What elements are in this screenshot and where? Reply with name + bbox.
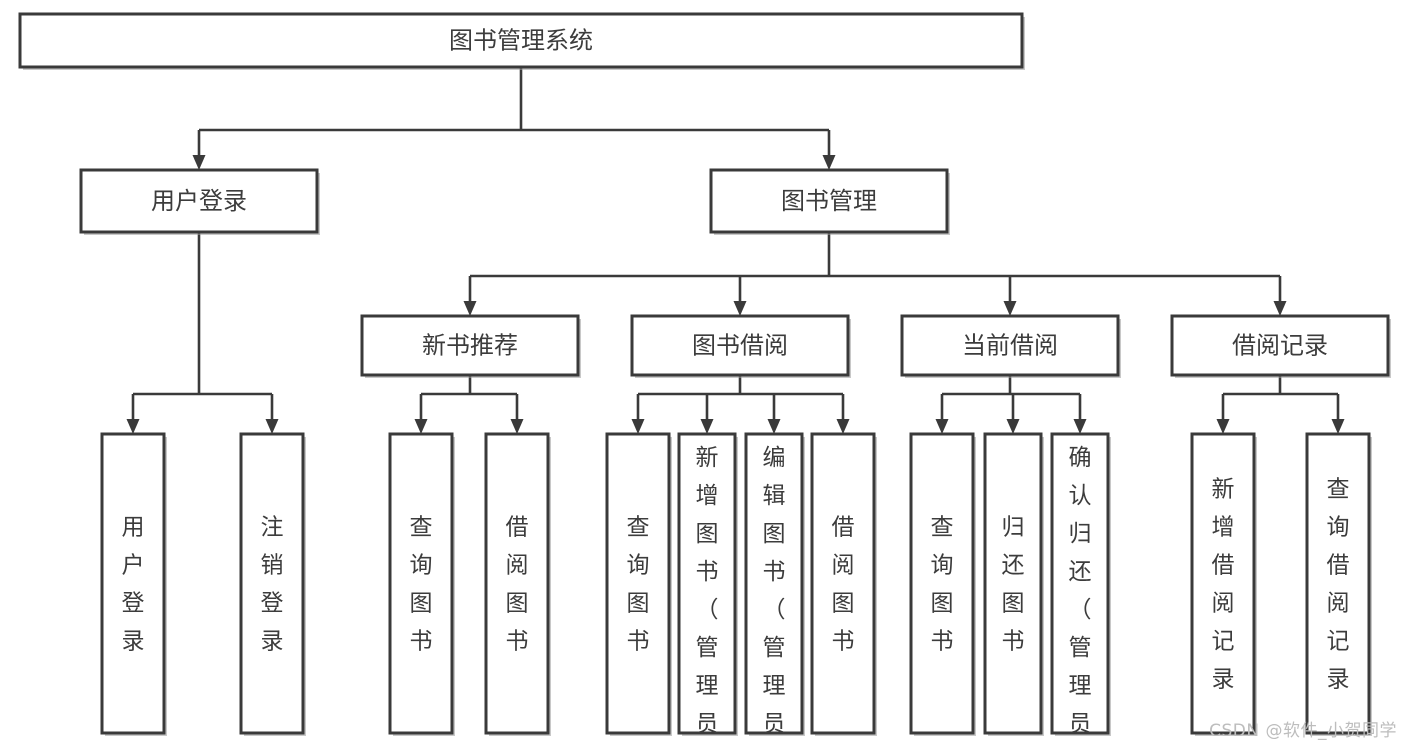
node-l13[interactable]: 查询借阅记录	[1305, 432, 1372, 736]
node-box[interactable]	[18, 12, 1024, 69]
node-label: 当前借阅	[962, 332, 1058, 360]
node-root[interactable]: 图书管理系统	[18, 12, 1025, 70]
node-borrow[interactable]: 图书借阅	[630, 314, 851, 378]
node-l1[interactable]: 用户登录	[100, 432, 167, 736]
node-label: 归还图书	[1002, 514, 1025, 654]
node-label: 借阅图书	[506, 514, 529, 654]
node-current[interactable]: 当前借阅	[900, 314, 1121, 378]
node-box[interactable]	[239, 432, 305, 735]
node-label: 用户登录	[122, 514, 145, 654]
edge-group-login	[126, 232, 279, 434]
node-label: 借阅记录	[1232, 332, 1328, 360]
node-box[interactable]	[605, 432, 671, 735]
node-label: 编辑图书（管理员）	[763, 445, 786, 747]
node-label: 查询借阅记录	[1327, 476, 1350, 692]
node-box[interactable]	[744, 432, 804, 735]
node-box[interactable]	[360, 314, 580, 377]
node-bookmgmt[interactable]: 图书管理	[709, 168, 950, 235]
node-box[interactable]	[100, 432, 166, 735]
node-records[interactable]: 借阅记录	[1170, 314, 1391, 378]
node-box[interactable]	[630, 314, 850, 377]
node-l7[interactable]: 编辑图书（管理员）	[744, 432, 805, 747]
node-layer: 图书管理系统用户登录图书管理新书推荐图书借阅当前借阅借阅记录用户登录注销登录查询…	[18, 12, 1391, 747]
node-box[interactable]	[1170, 314, 1390, 377]
node-label: 新增图书（管理员）	[696, 445, 719, 747]
node-l2[interactable]: 注销登录	[239, 432, 306, 736]
node-label: 注销登录	[261, 514, 284, 654]
node-label: 新增借阅记录	[1212, 476, 1235, 692]
edge-group-newbook	[414, 375, 524, 434]
node-label: 查询图书	[627, 514, 650, 654]
node-box[interactable]	[983, 432, 1043, 735]
edge-group-records	[1216, 375, 1345, 434]
node-l6[interactable]: 新增图书（管理员）	[677, 432, 738, 747]
node-label: 图书管理	[781, 187, 877, 215]
node-l5[interactable]: 查询图书	[605, 432, 672, 736]
node-label: 用户登录	[151, 187, 247, 215]
node-l11[interactable]: 确认归还（管理员）	[1050, 432, 1111, 747]
node-l12[interactable]: 新增借阅记录	[1190, 432, 1257, 736]
node-label: 借阅图书	[832, 514, 855, 654]
node-box[interactable]	[677, 432, 737, 735]
node-box[interactable]	[484, 432, 550, 735]
node-l8[interactable]: 借阅图书	[810, 432, 877, 736]
node-label: 图书借阅	[692, 332, 788, 360]
node-label: 图书管理系统	[449, 27, 593, 55]
edge-layer	[126, 67, 1345, 434]
node-label: 确认归还（管理员）	[1069, 445, 1092, 747]
node-box[interactable]	[388, 432, 454, 735]
node-box[interactable]	[1050, 432, 1110, 735]
edge-group-root	[192, 67, 836, 170]
edge-group-borrow	[631, 375, 850, 434]
node-box[interactable]	[909, 432, 975, 735]
node-l3[interactable]: 查询图书	[388, 432, 455, 736]
node-box[interactable]	[709, 168, 949, 234]
node-box[interactable]	[1190, 432, 1256, 735]
node-box[interactable]	[1305, 432, 1371, 735]
node-label: 新书推荐	[422, 332, 518, 360]
node-box[interactable]	[810, 432, 876, 735]
node-l10[interactable]: 归还图书	[983, 432, 1044, 736]
node-login[interactable]: 用户登录	[79, 168, 320, 235]
node-l9[interactable]: 查询图书	[909, 432, 976, 736]
edge-group-bookmgmt	[463, 232, 1287, 316]
node-label: 查询图书	[931, 514, 954, 654]
node-newbook[interactable]: 新书推荐	[360, 314, 581, 378]
watermark-text: CSDN @软件_小贺同学	[1209, 721, 1397, 741]
node-l4[interactable]: 借阅图书	[484, 432, 551, 736]
node-label: 查询图书	[410, 514, 433, 654]
node-box[interactable]	[900, 314, 1120, 377]
node-box[interactable]	[79, 168, 319, 234]
edge-group-current	[935, 375, 1087, 434]
